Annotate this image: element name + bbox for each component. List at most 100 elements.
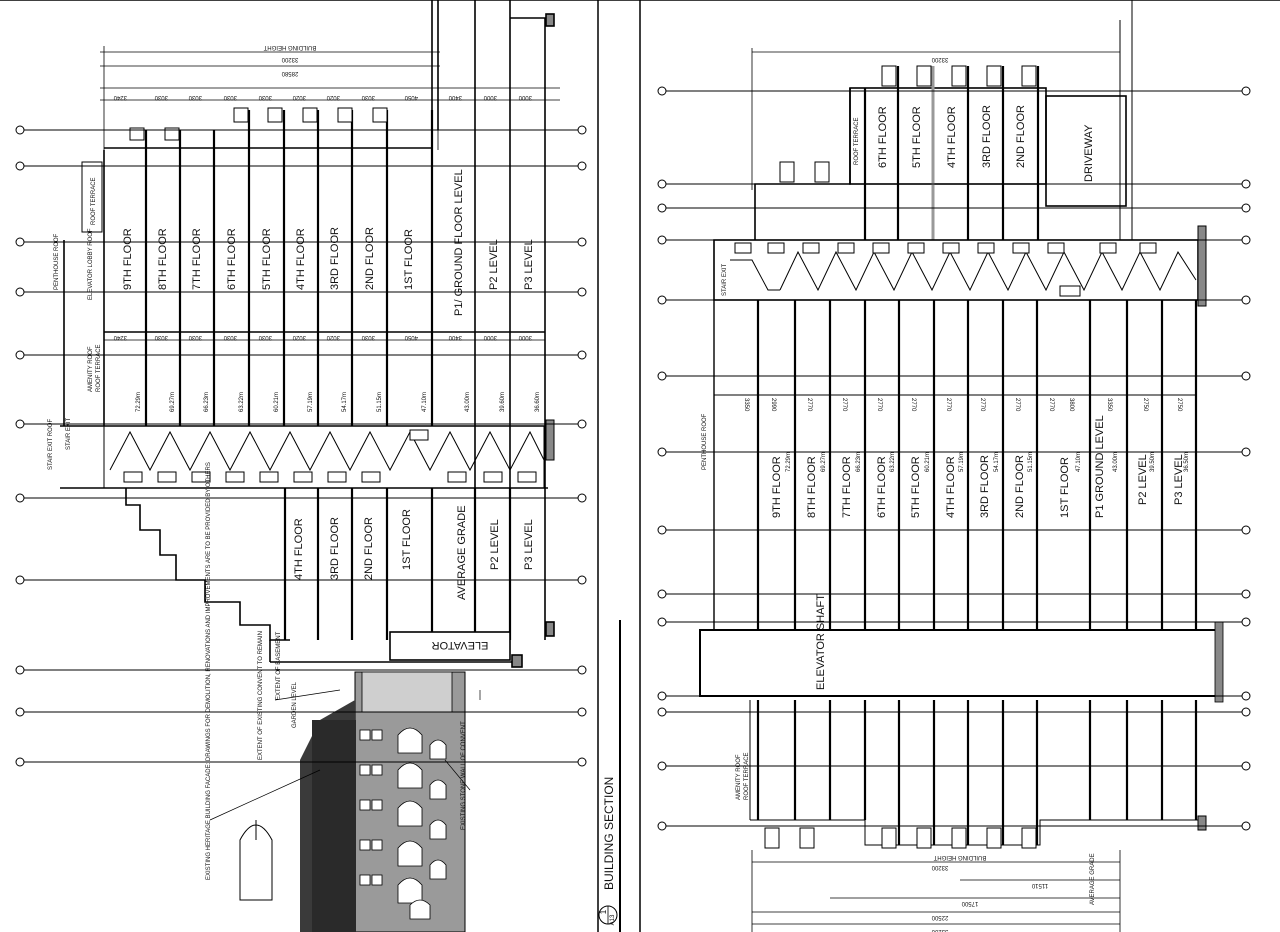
dim: 3000 <box>483 94 497 100</box>
right-grid-lines <box>657 86 1251 831</box>
floor-label: P3 LEVEL <box>523 239 535 290</box>
dim: 3800 <box>1068 398 1074 412</box>
dim: 3020 <box>326 94 340 100</box>
elevation: 69.27m <box>821 452 827 472</box>
floor-label: 4TH FLOOR <box>293 518 305 580</box>
driveway-label: DRIVEWAY <box>1083 124 1095 182</box>
floor-label: 6TH FLOOR <box>876 456 888 518</box>
floor-label: 7TH FLOOR <box>191 228 203 290</box>
elevation: 43.00m <box>465 392 471 412</box>
dim: 2770 <box>806 398 812 412</box>
floor-label: 3RD FLOOR <box>329 227 341 290</box>
dim: 4050 <box>404 334 418 340</box>
dim: 2770 <box>841 398 847 412</box>
left-top-floor-dims: 3240 3030 3030 3030 3030 3020 3020 3030 … <box>113 94 532 100</box>
floor-label: P3 LEVEL <box>523 519 535 570</box>
floor-label: P1/ GROUND FLOOR LEVEL <box>453 169 465 316</box>
dim: 3030 <box>361 94 375 100</box>
floor-label: 9TH FLOOR <box>771 456 783 518</box>
dim: 3350 <box>743 398 749 412</box>
dim: 3030 <box>258 334 272 340</box>
roof-terrace-label: ROOF TERRACE <box>744 752 750 800</box>
left-building-height: BUILDING HEIGHT <box>263 44 316 50</box>
dim: 3350 <box>1106 398 1112 412</box>
left-stepped-wall <box>125 488 555 668</box>
left-leaders <box>209 689 481 821</box>
dim: 3240 <box>113 94 127 100</box>
elevation: 63.22m <box>890 452 896 472</box>
elevation: 39.60m <box>500 392 506 412</box>
left-floor-slabs <box>144 110 512 640</box>
left-convent-note: EXTENT OF EXISTING CONVENT TO REMAIN <box>258 631 264 760</box>
dim: 2750 <box>1142 398 1148 412</box>
dim: 33200 <box>931 928 948 932</box>
left-stone-wall-note: EXISTING STONE WALL OF CONVENT <box>461 721 467 830</box>
left-roof-boxes <box>81 107 388 233</box>
elevation: 54.17m <box>342 392 348 412</box>
floor-label: 2ND FLOOR <box>364 227 376 290</box>
dim: 3030 <box>361 334 375 340</box>
elevation: 54.17m <box>994 452 1000 472</box>
floor-label: 3RD FLOOR <box>981 105 993 168</box>
dim: 3030 <box>223 334 237 340</box>
elevation: 39.50m <box>1150 452 1156 472</box>
dim: 2770 <box>910 398 916 412</box>
floor-label: 1ST FLOOR <box>403 229 415 290</box>
elevation: 69.27m <box>170 392 176 412</box>
dim: 2750 <box>1176 398 1182 412</box>
left-ramp-band <box>103 419 555 489</box>
heritage-facade <box>239 671 466 932</box>
elevation: 60.21m <box>274 392 280 412</box>
dim: 3240 <box>113 334 127 340</box>
dim: 2770 <box>876 398 882 412</box>
floor-label: P2 LEVEL <box>1137 454 1149 505</box>
floor-label: 6TH FLOOR <box>226 228 238 290</box>
right-lower-boxes <box>764 827 1037 849</box>
left-tower-floor-labels: 9TH FLOOR 8TH FLOOR 7TH FLOOR 6TH FLOOR … <box>122 169 535 316</box>
section-number: 1 <box>599 909 608 914</box>
floor-label: 1ST FLOOR <box>401 509 413 570</box>
roof-label: AMENITY ROOF <box>88 346 94 392</box>
elevation: 51.15m <box>1028 452 1034 472</box>
left-elevations: 72.29m 69.27m 66.23m 63.22m 60.21m 57.19… <box>136 392 541 412</box>
elevation: 43.00m <box>1113 452 1119 472</box>
section-sheet: A13 <box>610 914 616 925</box>
floor-label: P2 LEVEL <box>488 239 500 290</box>
left-tower-outline <box>60 0 555 640</box>
elevation: 66.23m <box>204 392 210 412</box>
dim: 3000 <box>518 94 532 100</box>
dim: 3020 <box>292 94 306 100</box>
floor-label: 4TH FLOOR <box>946 106 958 168</box>
left-elevator-label: ELEVATOR <box>432 639 489 651</box>
floor-label: 4TH FLOOR <box>295 228 307 290</box>
right-elevations: 72.29m 69.27m 66.23m 63.22m 60.21m 57.19… <box>786 452 1190 472</box>
right-overall-dim: 33200 <box>931 56 948 62</box>
dim: 33200 <box>931 864 948 870</box>
elevation: 51.15m <box>377 392 383 412</box>
left-inner-dim: 28580 <box>281 70 298 76</box>
dim: 3030 <box>154 94 168 100</box>
right-upper-floor-labels: 6TH FLOOR 5TH FLOOR 4TH FLOOR 3RD FLOOR … <box>877 105 1027 168</box>
dim: 3000 <box>483 334 497 340</box>
left-lower-floor-labels: 4TH FLOOR 3RD FLOOR 2ND FLOOR 1ST FLOOR … <box>293 505 535 600</box>
title-block: BUILDING SECTION 1 A13 <box>598 620 621 932</box>
elevation: 66.23m <box>856 452 862 472</box>
dim: 3400 <box>448 334 462 340</box>
left-garden-note: GARDEN LEVEL <box>292 681 298 728</box>
dim: 22500 <box>931 914 948 920</box>
elevation: 72.29m <box>786 452 792 472</box>
right-roof-terrace: ROOF TERRACE <box>854 117 860 165</box>
dim: 3400 <box>448 94 462 100</box>
dim: 3000 <box>518 334 532 340</box>
dim: 3020 <box>292 334 306 340</box>
left-grid-lines <box>15 125 587 767</box>
elevator-shaft <box>699 629 1219 697</box>
roof-label: ROOF TERRACE <box>91 177 97 225</box>
dim: 3030 <box>154 334 168 340</box>
roof-label: STAIR EXIT ROOF <box>48 419 54 470</box>
right-roof-boxes <box>779 65 1037 183</box>
floor-label: AVERAGE GRADE <box>456 505 468 600</box>
dim: 2770 <box>945 398 951 412</box>
